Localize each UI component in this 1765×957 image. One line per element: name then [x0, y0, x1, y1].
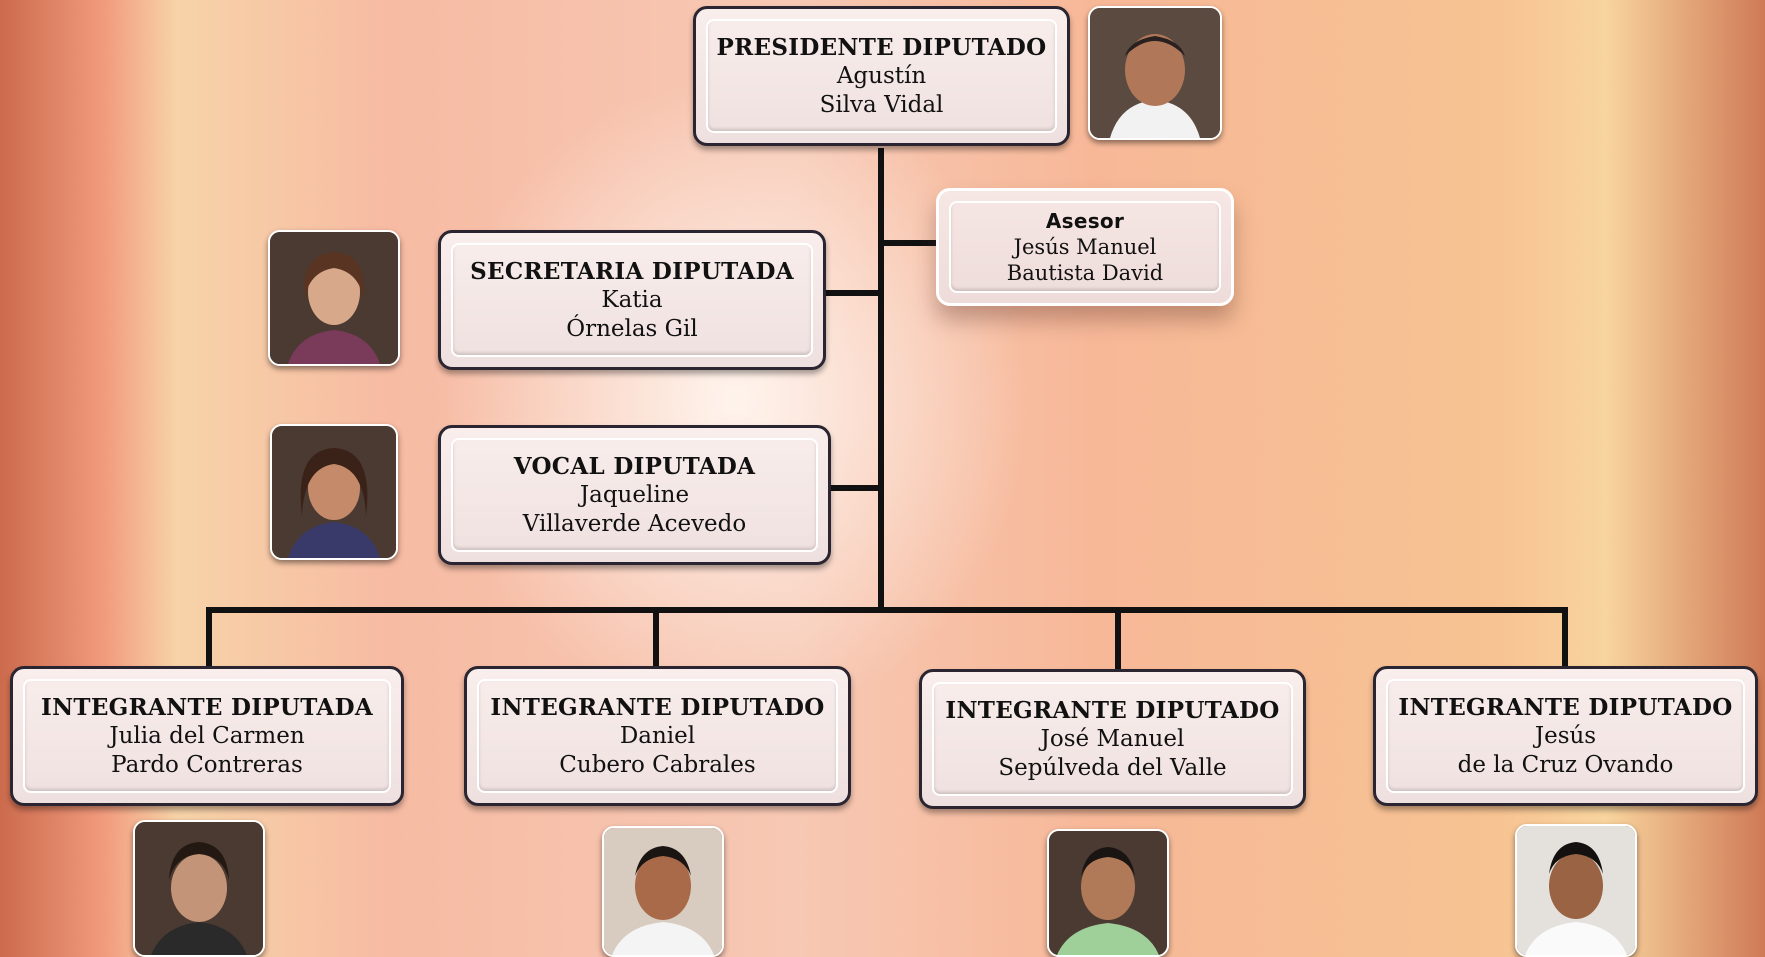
secretary-box: SECRETARIA DIPUTADA Katia Órnelas Gil [438, 230, 826, 370]
advisor-last-name: Bautista David [1006, 261, 1164, 285]
member-box-4: INTEGRANTE DIPUTADO Jesús de la Cruz Ova… [1373, 666, 1758, 806]
connector-secretary [826, 290, 878, 296]
member-first-name: Daniel [619, 722, 696, 749]
member-last-name: de la Cruz Ovando [1457, 751, 1674, 778]
member-box-2: INTEGRANTE DIPUTADO Daniel Cubero Cabral… [464, 666, 851, 806]
member-box-1: INTEGRANTE DIPUTADA Julia del Carmen Par… [10, 666, 404, 806]
member-photo-2 [602, 826, 724, 957]
connector-advisor [884, 240, 936, 246]
president-box: PRESIDENTE DIPUTADO Agustín Silva Vidal [693, 6, 1070, 146]
vocal-photo [270, 424, 398, 560]
secretary-first-name: Katia [601, 286, 663, 313]
member-role: INTEGRANTE DIPUTADO [490, 693, 825, 721]
connector-member-4 [1562, 607, 1568, 667]
member-role: INTEGRANTE DIPUTADO [1398, 693, 1733, 721]
connector-member-2 [653, 607, 659, 667]
secretary-role: SECRETARIA DIPUTADA [470, 257, 794, 285]
vocal-role: VOCAL DIPUTADA [513, 452, 756, 480]
advisor-first-name: Jesús Manuel [1013, 235, 1157, 259]
president-role: PRESIDENTE DIPUTADO [716, 33, 1047, 61]
vocal-first-name: Jaqueline [579, 481, 690, 508]
member-last-name: Sepúlveda del Valle [998, 754, 1227, 781]
connector-trunk [878, 148, 884, 610]
member-first-name: Julia del Carmen [109, 722, 305, 749]
secretary-photo [268, 230, 400, 366]
connector-member-1 [206, 607, 212, 667]
advisor-box: Asesor Jesús Manuel Bautista David [936, 188, 1234, 306]
president-photo [1088, 6, 1222, 140]
advisor-role: Asesor [1045, 209, 1125, 233]
member-first-name: Jesús [1534, 722, 1597, 749]
connector-bus [206, 607, 1568, 613]
member-last-name: Pardo Contreras [111, 751, 303, 778]
member-last-name: Cubero Cabrales [559, 751, 756, 778]
president-first-name: Agustín [836, 62, 927, 89]
member-role: INTEGRANTE DIPUTADO [945, 696, 1280, 724]
member-first-name: José Manuel [1040, 725, 1185, 752]
member-role: INTEGRANTE DIPUTADA [41, 693, 373, 721]
connector-member-3 [1115, 607, 1121, 669]
member-photo-3 [1047, 829, 1169, 957]
connector-vocal [831, 485, 878, 491]
member-photo-1 [133, 820, 265, 957]
secretary-last-name: Órnelas Gil [566, 315, 698, 342]
member-box-3: INTEGRANTE DIPUTADO José Manuel Sepúlved… [919, 669, 1306, 809]
vocal-last-name: Villaverde Acevedo [522, 510, 747, 537]
president-last-name: Silva Vidal [819, 91, 944, 118]
member-photo-4 [1515, 824, 1637, 957]
vocal-box: VOCAL DIPUTADA Jaqueline Villaverde Acev… [438, 425, 831, 565]
